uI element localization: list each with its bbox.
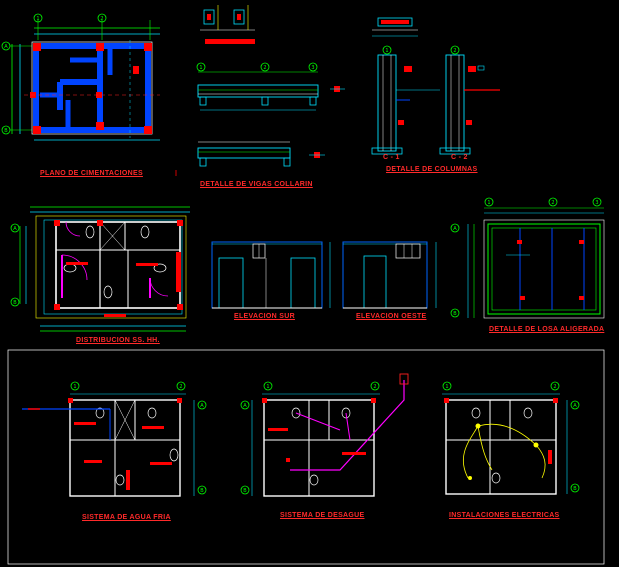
axis-letter: B [573, 486, 577, 492]
axis-letter: A [453, 226, 457, 232]
restroom-distribution-plan [10, 206, 190, 332]
axis-number: 1 [445, 384, 448, 390]
slab-detail [450, 197, 605, 319]
axis-number: 3 [595, 200, 598, 206]
label-column-detail: DETALLE DE COLUMNAS [386, 166, 478, 173]
label-foundation-plan: PLANO DE CIMENTACIONES [40, 170, 143, 177]
axis-number: 1 [266, 384, 269, 390]
axis-letter: A [573, 403, 577, 409]
axis-markers: 1 2 A B 1 2 3 1 2 A B 1 2 3 A B 1 2 A B … [4, 16, 598, 494]
axis-letter: B [200, 488, 204, 494]
axis-number: 2 [553, 384, 556, 390]
column-detail-small [200, 5, 255, 44]
axis-letter: B [453, 311, 457, 317]
installations-frame [7, 349, 605, 565]
axis-number: 3 [311, 65, 314, 71]
electrical-plan [442, 381, 580, 495]
label-drainage: SISTEMA DE DESAGUE [280, 512, 365, 519]
axis-number: 2 [263, 65, 266, 71]
axis-letter: A [200, 403, 204, 409]
axis-number: 2 [453, 48, 456, 54]
label-electrical: INSTALACIONES ELECTRICAS [449, 512, 560, 519]
axis-number: 2 [551, 200, 554, 206]
label-cold-water: SISTEMA DE AGUA FRIA [82, 514, 171, 521]
axis-number: 1 [36, 16, 39, 22]
label-beam-detail: DETALLE DE VIGAS COLLARIN [200, 181, 313, 188]
axis-number: 2 [179, 384, 182, 390]
label-restroom-distribution: DISTRIBUCION SS. HH. [76, 337, 160, 344]
column-detail [371, 17, 500, 155]
axis-letter: B [13, 300, 17, 306]
axis-number: 1 [487, 200, 490, 206]
foundation-plan [1, 13, 160, 141]
axis-number: 1 [385, 48, 388, 54]
axis-letter: A [4, 44, 8, 50]
axis-number: 2 [373, 384, 376, 390]
west-elevation [342, 241, 437, 309]
axis-letter: A [13, 226, 17, 232]
axis-number: 1 [73, 384, 76, 390]
drainage-plan [240, 373, 409, 497]
axis-number: 2 [100, 16, 103, 22]
beam-detail [175, 62, 345, 176]
label-west-elevation: ELEVACION OESTE [356, 313, 427, 320]
label-slab-detail: DETALLE DE LOSA ALIGERADA [489, 326, 605, 333]
cold-water-plan [22, 381, 207, 497]
axis-letter: B [4, 128, 8, 134]
axis-letter: A [243, 403, 247, 409]
axis-letter: B [243, 488, 247, 494]
label-south-elevation: ELEVACION SUR [234, 313, 295, 320]
label-column-c2: C - 2 [451, 154, 468, 161]
axis-number: 1 [199, 65, 202, 71]
label-column-c1: C - 1 [383, 154, 400, 161]
south-elevation [211, 241, 331, 309]
